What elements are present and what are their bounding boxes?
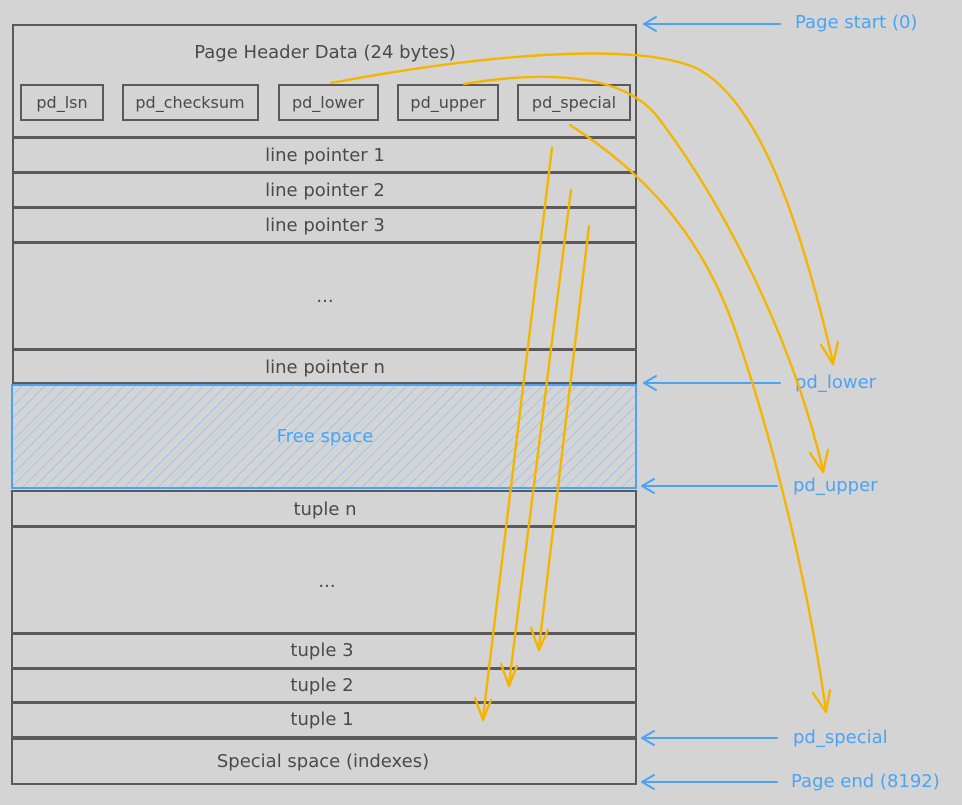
header-field-label: pd_checksum — [135, 93, 244, 113]
header-field-pd-lower: pd_lower — [278, 84, 379, 121]
line-pointer-ellipsis: ... — [316, 286, 333, 307]
pd-special-pointer-arrow — [568, 123, 832, 714]
pd-lower-annotation: pd_lower — [643, 372, 877, 393]
line-pointer-arrows — [473, 146, 591, 722]
free-space-section: Free space — [11, 384, 637, 489]
lp2-arrowhead — [499, 662, 519, 688]
page-header-title: Page Header Data (24 bytes) — [194, 42, 456, 63]
header-field-label: pd_upper — [410, 93, 486, 113]
tuple-ellipsis: ... — [318, 571, 335, 592]
pd-upper-label: pd_upper — [793, 475, 878, 496]
pd-upper-pointer-arrow — [462, 75, 830, 474]
page-start-annotation: Page start (0) — [643, 12, 917, 33]
header-field-pd-checksum: pd_checksum — [122, 84, 259, 121]
free-space-label: Free space — [277, 426, 374, 447]
pd-lower-curve — [329, 52, 835, 364]
lp2-line — [507, 188, 573, 686]
pd-special-label: pd_special — [793, 727, 888, 748]
pd-lower-label: pd_lower — [795, 372, 877, 393]
header-field-pd-lsn: pd_lsn — [20, 84, 104, 121]
pd-lower-arrowhead-yellow — [819, 340, 840, 366]
line-pointer-n-box — [12, 349, 637, 384]
pd-upper-arrowhead-yellow — [808, 448, 830, 474]
line-pointer-2-label: line pointer 2 — [265, 180, 385, 201]
lp3-line — [537, 224, 591, 650]
page-start-arrowhead — [643, 16, 657, 32]
header-field-box — [517, 84, 631, 121]
header-field-pd-special: pd_special — [517, 84, 631, 121]
line-pointer-1-label: line pointer 1 — [265, 145, 385, 166]
pd-special-curve — [568, 123, 828, 712]
tuple-1-label: tuple 1 — [290, 709, 353, 730]
pd-lower-pointer-arrow — [329, 52, 840, 366]
lp1-line — [481, 146, 554, 720]
lp3-arrowhead — [529, 626, 550, 652]
pd-special-annotation: pd_special — [641, 727, 888, 748]
header-field-pd-upper: pd_upper — [397, 84, 499, 121]
offset-annotations: Page start (0) pd_lower pd_upper pd_spec… — [641, 12, 940, 792]
special-space-box — [11, 738, 637, 785]
line-pointer-3-label: line pointer 3 — [265, 215, 385, 236]
page-end-label: Page end (8192) — [791, 771, 940, 792]
special-space-section: Special space (indexes) — [11, 738, 637, 785]
page-end-arrowhead — [641, 774, 655, 790]
pd-lower-arrowhead — [643, 375, 657, 391]
tuple-n-label: tuple n — [293, 499, 356, 520]
special-space-label: Special space (indexes) — [217, 751, 429, 772]
header-field-box — [122, 84, 259, 121]
page-header-section: Page Header Data (24 bytes) pd_lsn pd_ch… — [12, 24, 637, 138]
header-pointer-arrows — [329, 52, 840, 714]
line-pointer-n-label: line pointer n — [265, 357, 385, 378]
line-pointer-section: line pointer 1 line pointer 2 line point… — [12, 137, 637, 384]
pd-special-arrowhead-yellow — [811, 688, 832, 714]
tuple-section: tuple n ... tuple 3 tuple 2 tuple 1 — [11, 490, 637, 738]
tuple-1-box — [11, 702, 637, 738]
header-field-label: pd_special — [532, 93, 616, 113]
page-end-annotation: Page end (8192) — [641, 771, 940, 792]
lp3-to-tuple3-arrow — [529, 224, 591, 652]
page-start-label: Page start (0) — [795, 12, 917, 33]
pd-upper-arrowhead — [641, 478, 655, 494]
lp2-to-tuple2-arrow — [499, 188, 573, 688]
free-space-box — [11, 384, 637, 489]
lp1-to-tuple1-arrow — [473, 146, 554, 722]
header-field-box — [397, 84, 499, 121]
header-field-box — [278, 84, 379, 121]
pd-upper-curve — [462, 75, 825, 472]
header-field-label: pd_lsn — [36, 93, 87, 113]
lp1-arrowhead — [473, 696, 493, 722]
pd-special-arrowhead — [641, 730, 655, 746]
header-field-box — [20, 84, 104, 121]
tuple-3-label: tuple 3 — [290, 640, 353, 661]
pd-upper-annotation: pd_upper — [641, 475, 878, 496]
tuple-2-label: tuple 2 — [290, 675, 353, 696]
header-field-label: pd_lower — [292, 93, 364, 113]
